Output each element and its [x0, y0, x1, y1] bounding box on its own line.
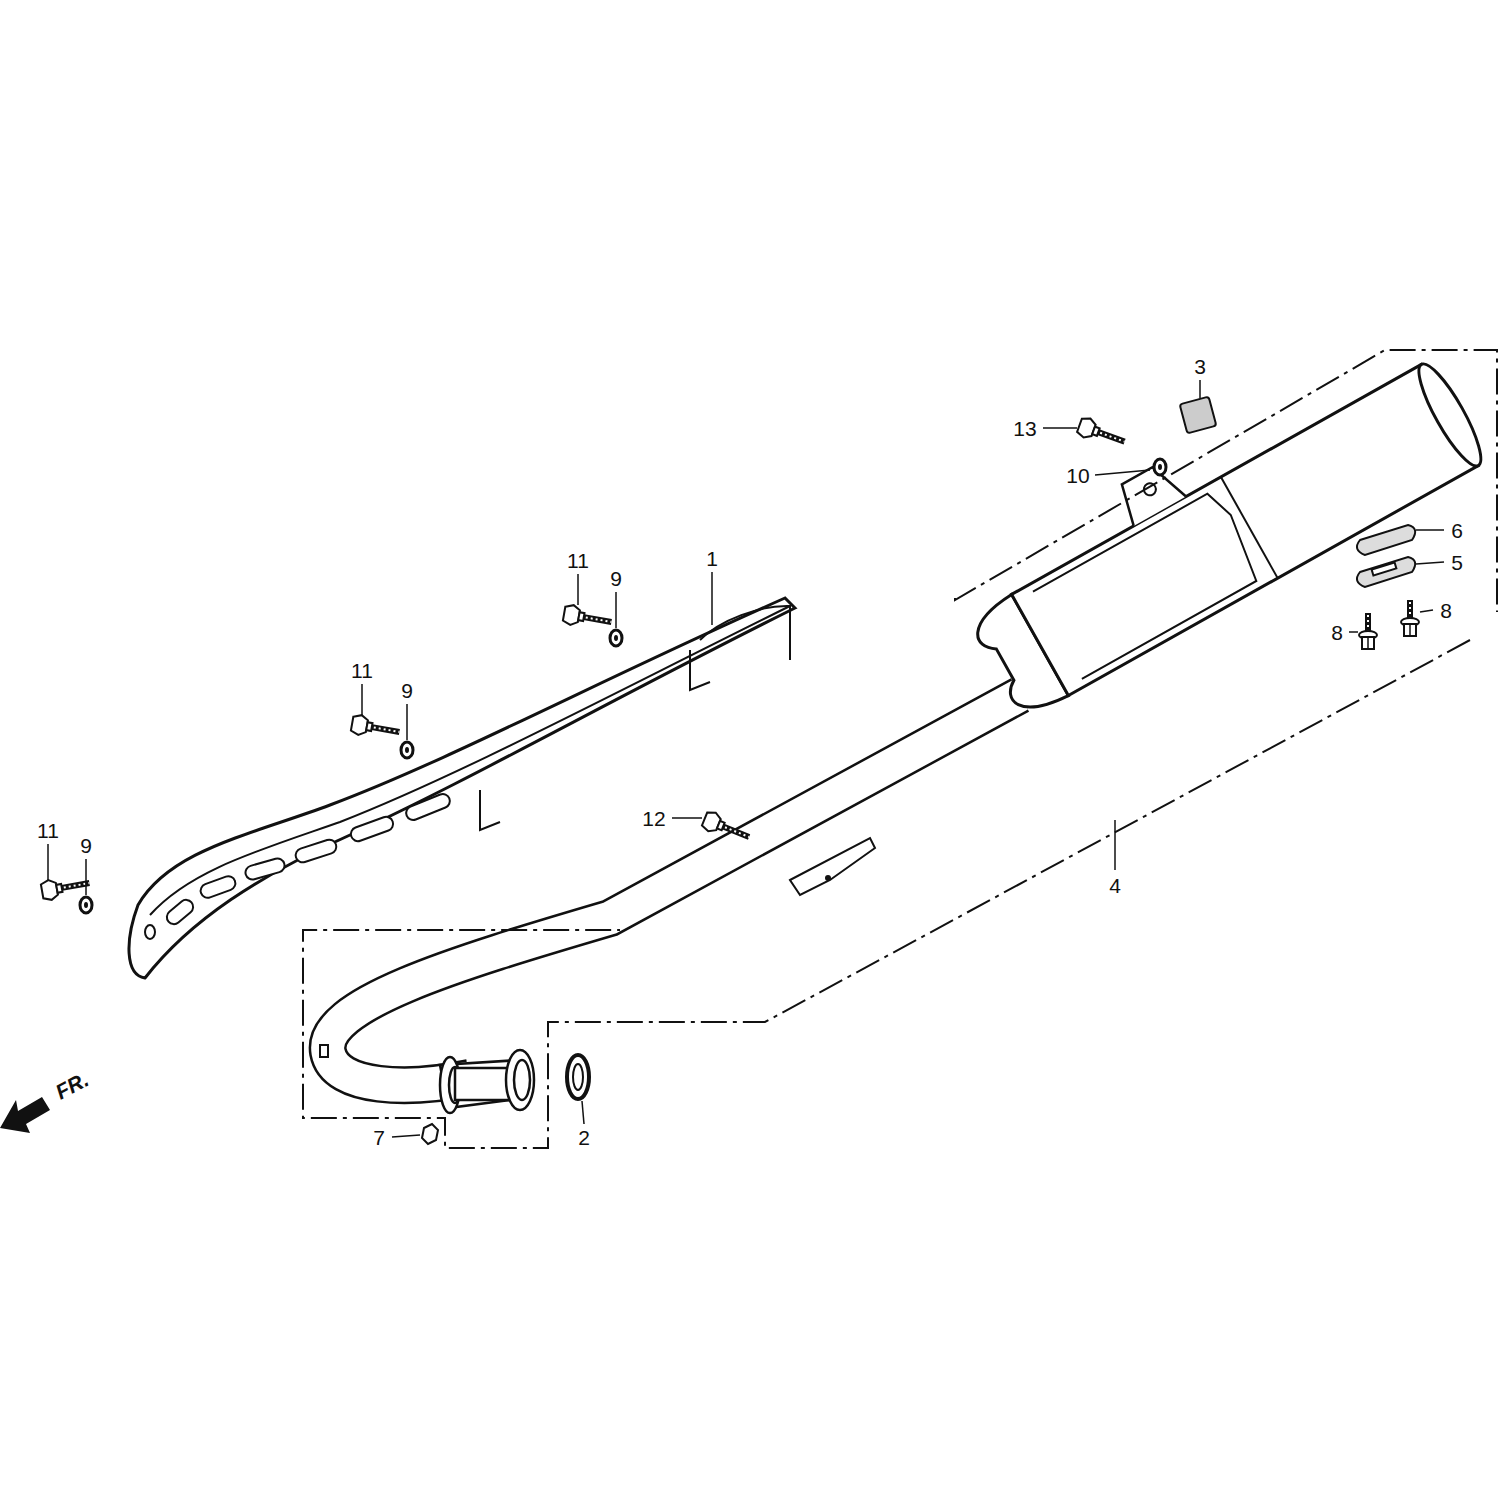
callout-number: 10	[1065, 465, 1090, 486]
callout-number: 8	[1439, 600, 1453, 621]
callout-number: 5	[1450, 552, 1464, 573]
callout-number: 9	[609, 568, 623, 589]
callout-number: 11	[566, 550, 590, 571]
callout-number: 9	[400, 680, 414, 701]
callout-number: 4	[1108, 875, 1122, 896]
callout-number: 11	[350, 660, 374, 681]
callout-number: 8	[1330, 622, 1344, 643]
front-indicator: FR.	[51, 1067, 92, 1102]
callout-number: 12	[641, 808, 666, 829]
callout-number: 1	[705, 548, 719, 569]
callout-number: 7	[372, 1127, 386, 1148]
callout-number: 3	[1193, 356, 1207, 377]
callout-number: 2	[577, 1127, 591, 1148]
callout-number: 13	[1012, 418, 1037, 439]
callout-number: 9	[79, 835, 93, 856]
callout-number: 11	[36, 820, 60, 841]
callout-number: 6	[1450, 520, 1464, 541]
